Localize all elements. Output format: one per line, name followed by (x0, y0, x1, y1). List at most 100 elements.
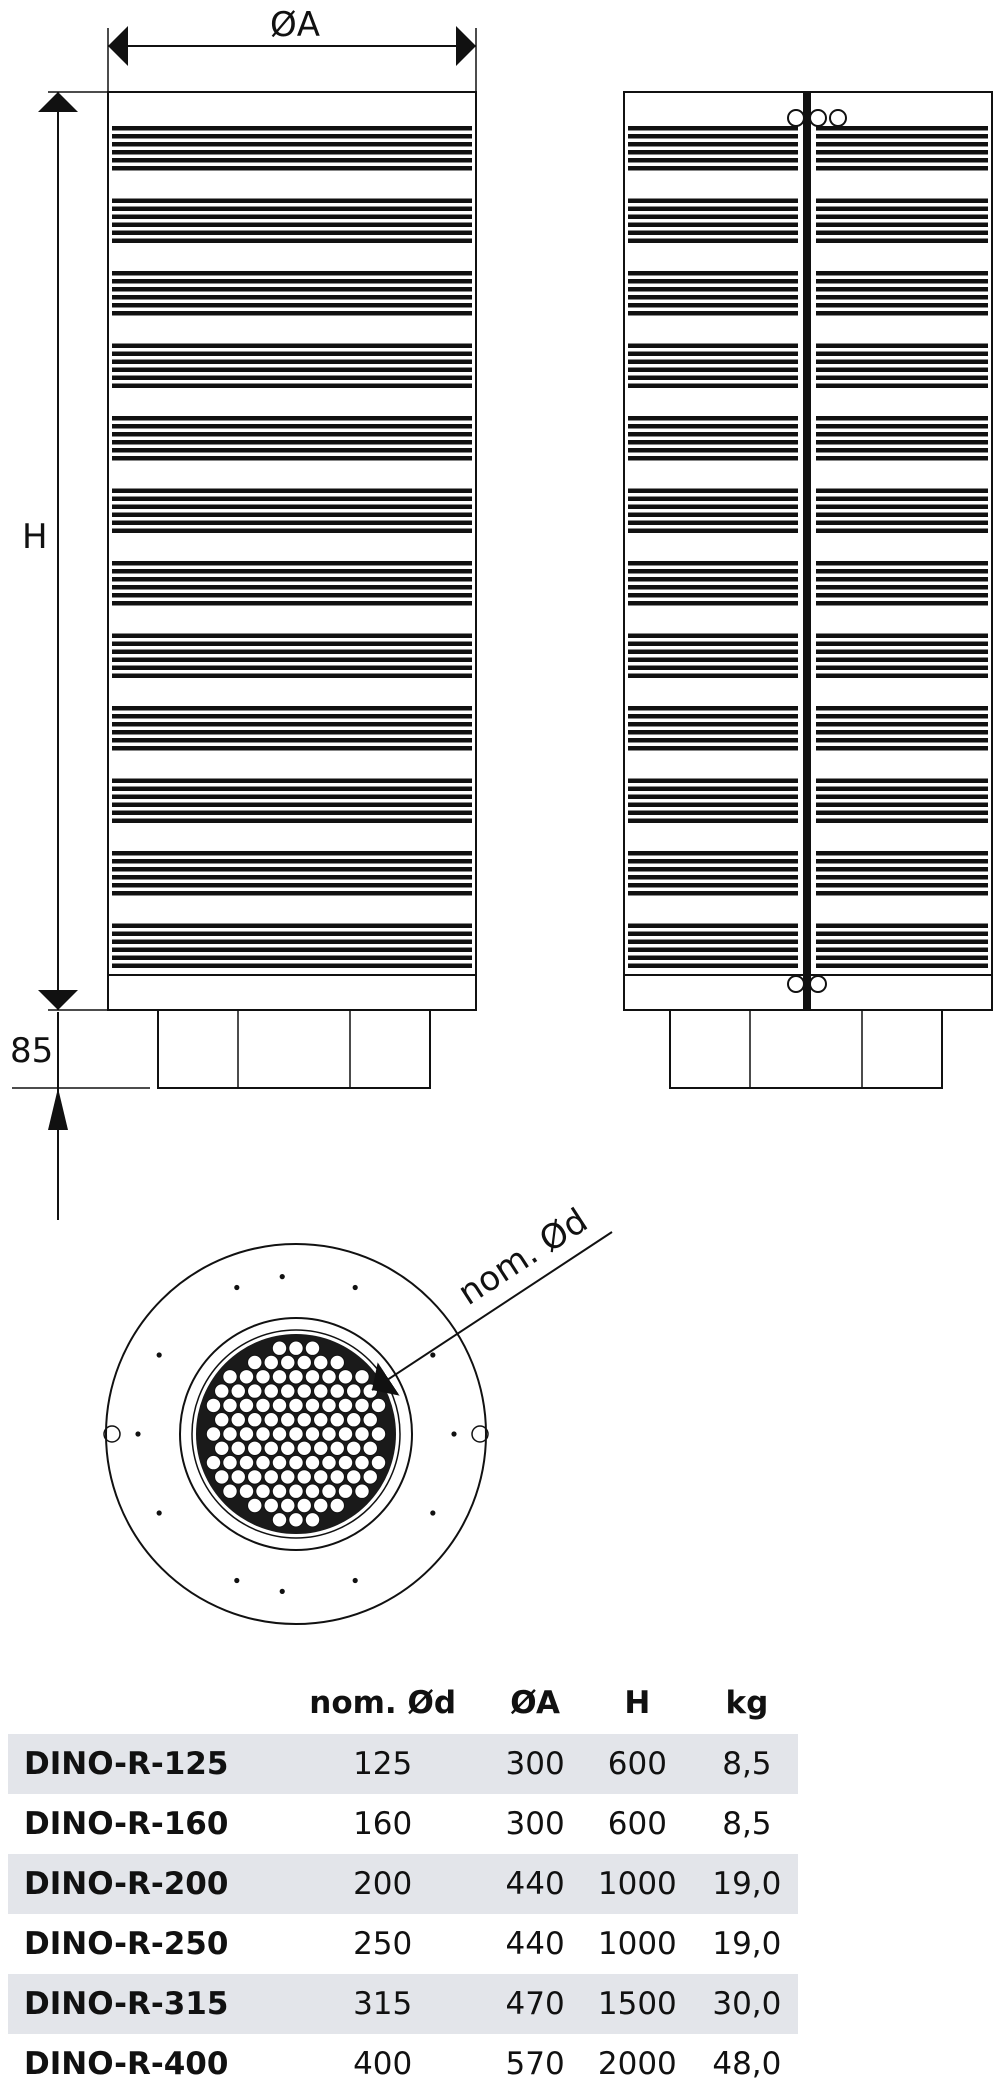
front-body (107, 91, 477, 1011)
perforation-hole (354, 1397, 370, 1414)
slot-line (628, 230, 798, 235)
perforation-hole (313, 1412, 329, 1428)
slot-line (816, 867, 988, 872)
perforation-hole (354, 1369, 370, 1385)
slot-line (112, 939, 472, 944)
side-base (669, 1009, 943, 1089)
slot-line (112, 520, 472, 525)
perforation-hole (280, 1383, 296, 1399)
slot-line (816, 359, 988, 364)
value-cell: 1000 (578, 1854, 696, 1914)
value-cell: 315 (274, 1974, 492, 2034)
perforation-hole (346, 1383, 362, 1399)
slot-line (816, 198, 988, 203)
bolt-hole (352, 1577, 358, 1584)
slot-line (816, 947, 988, 952)
perforation-hole (354, 1454, 370, 1471)
slot-line (816, 593, 988, 598)
slot-line (628, 271, 798, 276)
slot-line (628, 851, 798, 856)
slot-line (628, 794, 798, 799)
slot-line (112, 802, 472, 807)
slot-line (112, 955, 472, 960)
perforation-hole (304, 1483, 321, 1499)
slot-line (816, 158, 988, 163)
bolt-hole (279, 1588, 285, 1594)
perforation-grid (205, 1340, 387, 1528)
slot-line (628, 931, 798, 936)
column-header: nom. Ød (309, 1685, 457, 1721)
side-seam (803, 92, 811, 1010)
slot-line (816, 504, 988, 509)
perforation-hole (288, 1512, 304, 1528)
value-cell: 200 (274, 1854, 492, 1914)
model-name-cell: DINO-R-250 (24, 1926, 229, 1962)
perforation-hole (263, 1412, 279, 1428)
slot-line (628, 810, 798, 815)
bolt-hole (451, 1431, 457, 1437)
slot-line (628, 279, 798, 284)
perforation-hole (222, 1426, 238, 1442)
slot-line (628, 673, 798, 678)
slot-line (112, 577, 472, 582)
value-cell: 1000 (597, 1926, 677, 1962)
perforation-hole (346, 1469, 362, 1485)
bolt-hole (430, 1510, 436, 1516)
perforation-hole (321, 1454, 337, 1471)
slot-line (816, 238, 988, 243)
slot-line (112, 311, 472, 316)
slot-line (628, 883, 798, 888)
perforation-hole (321, 1397, 337, 1414)
slot-line (816, 287, 988, 292)
slot-line (112, 891, 472, 896)
slot-line (628, 859, 798, 864)
slot-line (628, 714, 798, 719)
perforation-hole (313, 1440, 329, 1457)
slot-line (816, 810, 988, 815)
perforation-hole (313, 1383, 329, 1399)
slot-line (628, 786, 798, 791)
slot-line (112, 714, 472, 719)
value-cell: 8,5 (695, 1734, 798, 1794)
slot-line (628, 367, 798, 372)
perforation-hole (346, 1440, 362, 1457)
perforation-hole (280, 1412, 296, 1428)
perforation-hole (263, 1383, 279, 1399)
bolt-hole (234, 1284, 240, 1291)
slot-line (112, 448, 472, 453)
perforation-hole (255, 1426, 271, 1442)
slot-line (112, 859, 472, 864)
clamp-ring (809, 109, 827, 127)
value-cell: 600 (607, 1806, 667, 1842)
perforation-hole (296, 1440, 312, 1457)
slot-line (112, 351, 472, 356)
perforation-hole (222, 1369, 238, 1385)
slot-line (628, 738, 798, 743)
slot-line (816, 496, 988, 501)
slot-line (816, 577, 988, 582)
slot-line (628, 802, 798, 807)
dimension-lines: ØA H 85 (10, 5, 477, 1220)
slot-line (816, 351, 988, 356)
slot-line (112, 496, 472, 501)
slot-line (628, 375, 798, 380)
slot-line (816, 569, 988, 574)
slot-line (816, 206, 988, 211)
perforation-hole (354, 1483, 370, 1499)
slot-line (816, 383, 988, 388)
slot-line (628, 496, 798, 501)
slot-line (112, 416, 472, 421)
perforation-hole (255, 1483, 271, 1499)
side-lug (103, 1425, 121, 1443)
slot-line (628, 867, 798, 872)
slot-line (112, 359, 472, 364)
perforation-hole (296, 1469, 312, 1485)
slot-line (816, 931, 988, 936)
slot-line (816, 222, 988, 227)
slot-line (112, 665, 472, 670)
slot-line (628, 142, 798, 147)
slot-line (628, 166, 798, 171)
slot-line (112, 383, 472, 388)
